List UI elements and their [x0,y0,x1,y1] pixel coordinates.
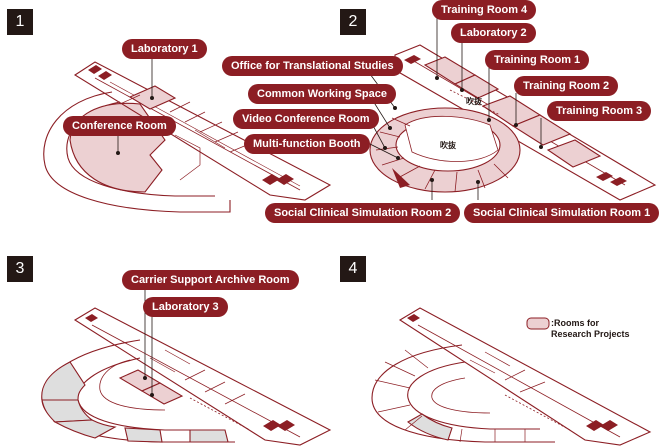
label-laboratory-1: Laboratory 1 [122,39,207,59]
floor-3-plan [41,307,332,446]
floor-number-2: 2 [340,9,366,35]
grey-sector-4 [124,427,163,443]
void-label-center: 吹抜 [440,141,456,150]
grey-sector-1 [41,361,86,401]
grey-sector-3 [53,419,117,439]
label-office-translational-studies: Office for Translational Studies [222,56,403,76]
grey-sector-5 [189,429,229,443]
label-laboratory-2: Laboratory 2 [451,23,536,43]
legend-swatch [526,317,550,330]
label-social-clinical-simulation-room-1: Social Clinical Simulation Room 1 [464,203,660,223]
label-conference-room: Conference Room [63,116,176,136]
laboratory-2-shape [453,74,500,99]
label-training-room-2: Training Room 2 [514,76,619,96]
label-training-room-3: Training Room 3 [547,101,652,121]
void-label-upper: 吹抜 [466,97,482,106]
grey-sector-4f [407,413,453,441]
label-multi-function-booth: Multi-function Booth [244,134,370,154]
label-video-conference-room: Video Conference Room [233,109,379,129]
label-common-working-space: Common Working Space [248,84,396,104]
label-laboratory-3: Laboratory 3 [143,297,228,317]
label-carrier-support-archive-room: Carrier Support Archive Room [122,270,299,290]
floor-4-plan [371,307,652,446]
grey-sector-2 [41,399,94,423]
floor-2-plan [369,44,657,201]
legend-line-1: :Rooms for [551,318,599,328]
floor-number-1: 1 [7,9,33,35]
legend-line-2: Research Projects [551,329,630,339]
floor-number-3: 3 [7,256,33,282]
label-social-clinical-simulation-room-2: Social Clinical Simulation Room 2 [265,203,461,223]
legend-text: :Rooms for Research Projects [551,318,630,340]
training-room-3-shape [546,139,602,168]
training-room-2-shape [511,114,572,146]
label-training-room-1: Training Room 1 [485,50,590,70]
label-training-room-4: Training Room 4 [432,0,537,20]
floor-number-4: 4 [340,256,366,282]
